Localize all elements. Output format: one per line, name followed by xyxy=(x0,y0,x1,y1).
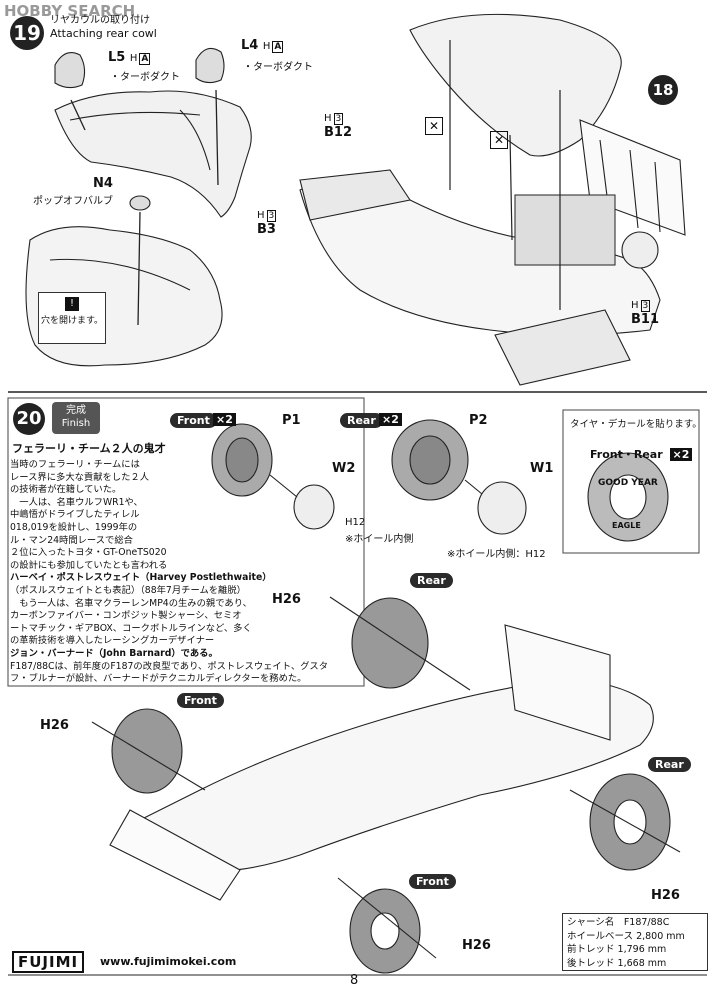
tyre-decal-brand: GOOD YEAR xyxy=(598,478,658,488)
part-l4-note: ・ターボダクト xyxy=(243,62,313,73)
part-h26-label: H26 xyxy=(651,888,680,903)
no-glue-icon: ✕ xyxy=(490,131,508,149)
watermark-text: HOBBY SEARCH xyxy=(4,2,136,20)
wheel-inside-note: ※ホイール内側 xyxy=(345,534,414,545)
spec-rear-tread: 後トレッド 1,668 mm xyxy=(567,957,667,969)
part-p1-label: P1 xyxy=(282,413,301,428)
rear-pill: Rear xyxy=(648,757,691,772)
front-pill: Front xyxy=(170,413,217,428)
page-number: 8 xyxy=(350,973,359,988)
front-pill: Front xyxy=(177,693,224,708)
step-title-jp: リヤカウルの取り付け xyxy=(50,15,150,26)
drill-icon: ! xyxy=(65,297,79,311)
part-h26-label: H26 xyxy=(272,592,301,607)
rear-qty: ×2 xyxy=(379,413,402,426)
part-w2-label: W2 xyxy=(332,461,356,476)
spec-box: シャーシ名 F187/88C ホイールベース 2,800 mm 前トレッド 1,… xyxy=(562,913,708,971)
front-pill: Front xyxy=(409,874,456,889)
part-l5-note: ・ターボダクト xyxy=(110,72,180,83)
part-w1-label: W1 xyxy=(530,461,554,476)
finish-label: 完成 Finish xyxy=(52,402,100,434)
rear-pill: Rear xyxy=(340,413,383,428)
rear-pill: Rear xyxy=(410,573,453,588)
tyre-decal-sub: EAGLE xyxy=(612,521,641,530)
part-h26-label: H26 xyxy=(40,718,69,733)
spec-front-tread: 前トレッド 1,796 mm xyxy=(567,944,667,955)
step-number-badge: 19 xyxy=(10,16,44,50)
step-title-en: Attaching rear cowl xyxy=(50,27,157,40)
ref-step-badge: 18 xyxy=(648,75,678,105)
decal-title: タイヤ・デカールを貼ります。 xyxy=(570,419,702,430)
story-text: 当時のフェラーリ・チームには レース界に多大な貢献をした２人 の技術者が在籍して… xyxy=(10,459,329,685)
no-glue-icon: ✕ xyxy=(425,117,443,135)
part-h12-label: H12 xyxy=(345,517,366,528)
part-n4-label: N4 xyxy=(93,176,113,191)
step-number-badge: 20 xyxy=(13,403,45,435)
watermark-logo: HOBBY SEARCH xyxy=(4,2,135,20)
spec-chassis: シャーシ名 F187/88C xyxy=(567,917,670,928)
part-p2-label: P2 xyxy=(469,413,488,428)
front-qty: ×2 xyxy=(213,413,236,426)
drill-note-box: ! 穴を開けます。 xyxy=(38,292,106,344)
decal-front-rear: Front・Rear ×2 xyxy=(590,446,693,462)
drill-note: 穴を開けます。 xyxy=(40,316,104,326)
fujimi-logo: FUJIMI xyxy=(12,951,85,973)
website-url[interactable]: www.fujimimokei.com xyxy=(100,955,237,968)
spec-wheelbase: ホイールベース 2,800 mm xyxy=(567,930,685,942)
story-headline: フェラーリ・チーム２人の鬼才 xyxy=(12,442,166,455)
part-h26-label: H26 xyxy=(462,938,491,953)
wheel-inside-note: ※ホイール内側：H12 xyxy=(447,549,546,560)
part-n4-note: ポップオフバルブ xyxy=(33,196,113,207)
